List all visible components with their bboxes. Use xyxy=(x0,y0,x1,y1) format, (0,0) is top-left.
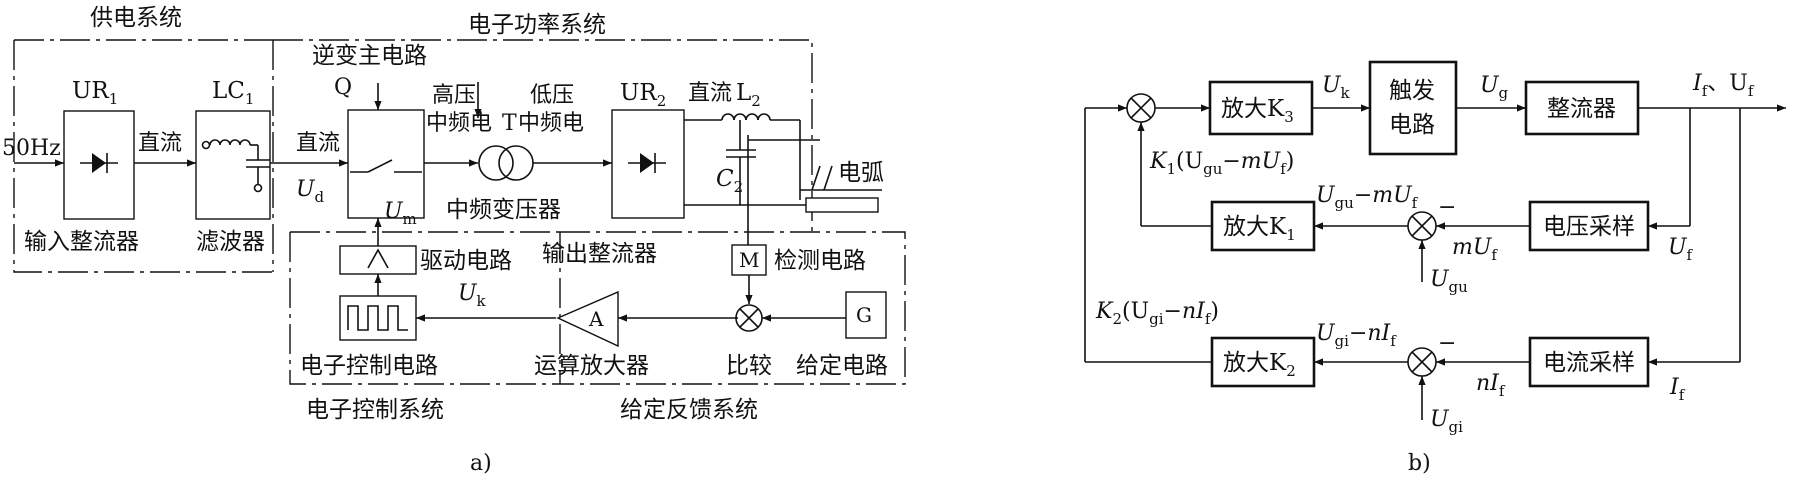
high-voltage-label: 高压 xyxy=(432,83,476,108)
region-control-title: 电子控制系统 xyxy=(306,397,444,423)
workpiece-icon xyxy=(805,197,879,213)
if-label: If xyxy=(1669,375,1686,404)
dc-label-1: 直流 xyxy=(138,131,182,156)
m-label: M xyxy=(739,248,759,272)
region-feedback-title: 给定反馈系统 xyxy=(620,397,758,423)
set-circuit-name: 给定电路 xyxy=(796,353,888,379)
summing-junction-current xyxy=(1407,347,1437,377)
trigger-box xyxy=(1368,60,1458,156)
l2-label: L2 xyxy=(736,80,761,110)
mf-elec-label-1: 中频电 xyxy=(426,111,492,136)
diagram-b: 放大K3 Uk 触发 电路 Ug 整流器 If、Uf Uf 电压采样 mUf −… xyxy=(1084,60,1786,476)
ug-label: Ug xyxy=(1480,73,1509,102)
minus-sign-1: − xyxy=(1438,195,1456,220)
amp-k2-label: 放大K2 xyxy=(1223,350,1296,380)
um-label: Um xyxy=(384,199,417,228)
g-box xyxy=(845,291,887,339)
ur2-label: UR2 xyxy=(620,80,666,110)
drive-pulse-icon xyxy=(367,248,389,269)
ugu-label: Ugu xyxy=(1430,267,1468,296)
amp-k3-box xyxy=(1208,80,1314,136)
lc1-name: 滤波器 xyxy=(196,229,265,255)
input-frequency-label: 50Hz xyxy=(2,136,61,161)
ugi-nif-label: Ugi−nIf xyxy=(1316,321,1397,350)
lc1-box xyxy=(195,110,271,220)
region-supply-title: 供电系统 xyxy=(90,5,182,31)
ugu-muf-label: Ugu−mUf xyxy=(1316,183,1419,212)
detect-name: 检测电路 xyxy=(774,248,866,274)
low-voltage-label: 低压 xyxy=(530,83,574,108)
output-label: If、Uf xyxy=(1692,71,1755,100)
m-box xyxy=(731,244,767,276)
amp-k1-box xyxy=(1210,200,1316,252)
dc-label-2: 直流 xyxy=(296,131,340,156)
amp-k3-label: 放大K3 xyxy=(1221,96,1294,126)
ur1-name: 输入整流器 xyxy=(24,229,139,255)
dc-label-3: 直流 xyxy=(688,81,732,106)
uf-label: Uf xyxy=(1668,235,1694,264)
compare-junction-icon xyxy=(735,304,763,332)
control-circuit-name: 电子控制电路 xyxy=(300,353,438,379)
caption-a: a) xyxy=(470,451,492,476)
nif-label: nIf xyxy=(1476,371,1506,400)
arc-label: 电弧 xyxy=(838,160,884,186)
inductor-l2-icon xyxy=(721,113,771,121)
inverter-name: 逆变主电路 xyxy=(312,43,427,69)
lc1-label: LC1 xyxy=(212,78,254,108)
opamp-symbol: A xyxy=(588,307,604,331)
power-region-border xyxy=(273,39,813,232)
feedback-region-border xyxy=(560,231,906,385)
trigger-line-1: 触发 xyxy=(1389,78,1435,104)
t-label: T xyxy=(502,111,517,136)
uk-label-b: Uk xyxy=(1322,73,1351,102)
transformer-name: 中频变压器 xyxy=(446,197,561,223)
amp-k1-label: 放大K1 xyxy=(1223,214,1296,244)
current-sample-label: 电流采样 xyxy=(1543,350,1635,376)
supply-region-border xyxy=(13,39,274,273)
opamp-name: 运算放大器 xyxy=(534,353,649,379)
c2-label: C2 xyxy=(716,166,743,196)
uk-label-a: Uk xyxy=(458,281,487,310)
switch-icon xyxy=(350,159,422,173)
k1-expression: K1(Ugu−mUf) xyxy=(1149,149,1294,178)
minus-sign-2: − xyxy=(1438,331,1456,356)
region-power-title: 电子功率系统 xyxy=(468,12,606,38)
ur1-label: UR1 xyxy=(72,78,118,108)
inverter-box xyxy=(347,109,425,219)
muf-label: mUf xyxy=(1452,235,1498,264)
summing-junction-main xyxy=(1126,93,1156,123)
compare-name: 比较 xyxy=(726,353,772,379)
amp-k2-box xyxy=(1210,336,1316,388)
diode-icon-2 xyxy=(628,153,666,173)
mf-elec-label-2: 中频电 xyxy=(518,111,584,136)
diode-icon xyxy=(80,153,118,173)
control-region-border xyxy=(289,231,561,385)
q-label: Q xyxy=(334,75,352,100)
current-sample-box xyxy=(1528,336,1650,388)
g-label: G xyxy=(856,303,872,327)
diagram-a: 供电系统 电子功率系统 电子控制系统 给定反馈系统 50Hz UR1 输入整流器… xyxy=(2,5,906,476)
summing-junction-voltage xyxy=(1407,211,1437,241)
voltage-sample-label: 电压采样 xyxy=(1543,214,1635,240)
voltage-sample-box xyxy=(1528,200,1650,252)
inductor-capacitor-icon xyxy=(201,139,270,193)
ud-label: Ud xyxy=(296,177,325,206)
arc-torch-icon xyxy=(811,165,821,191)
opamp-icon xyxy=(556,290,619,348)
square-wave-icon xyxy=(347,305,408,331)
ugi-label: Ugi xyxy=(1430,407,1463,436)
output-rectifier-name: 输出整流器 xyxy=(542,241,657,267)
k2-expression: K2(Ugi−nIf) xyxy=(1095,299,1219,328)
drive-name: 驱动电路 xyxy=(420,248,512,274)
transformer-icon xyxy=(478,145,534,181)
arc-torch-icon-2 xyxy=(823,165,833,191)
rectifier-label: 整流器 xyxy=(1547,96,1616,122)
trigger-line-2: 电路 xyxy=(1389,112,1435,138)
caption-b: b) xyxy=(1408,451,1431,476)
